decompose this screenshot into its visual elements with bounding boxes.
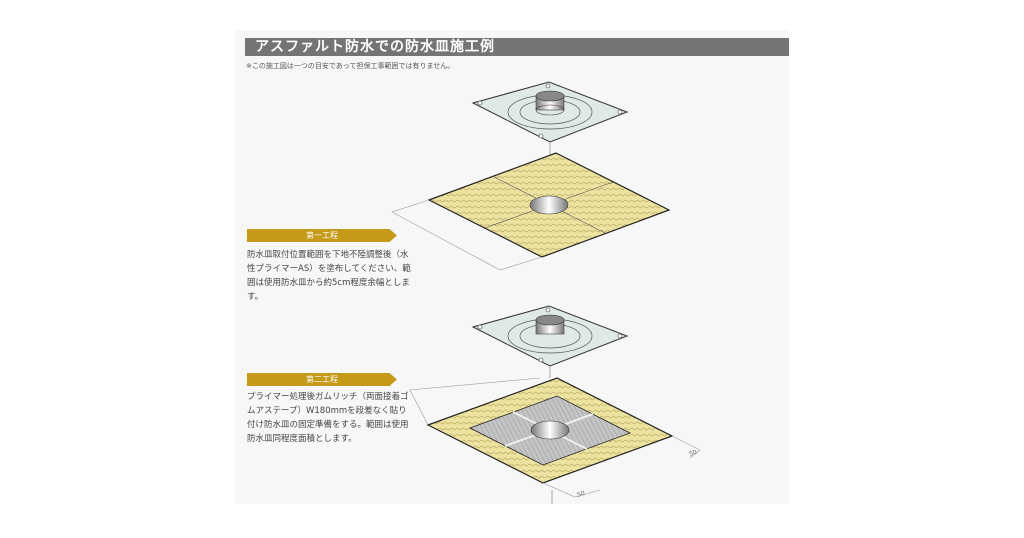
step-1-badge: 第一工程 [247,229,397,242]
drain-plate-bottom [471,305,629,378]
tape-layer: 50 50 [409,377,701,504]
installation-diagram: 50 50 [391,81,701,504]
dimension-label: 50 [688,449,698,458]
page-title: アスファルト防水での防水皿施工例 [245,38,789,56]
drain-plate-top [471,81,629,155]
dimension-label: 50 [576,490,586,499]
step-2-description: プライマー処理後ガムリッチ（両面接着ゴムアステープ）W180mmを段差なく貼り付… [247,392,409,444]
step-1-description: 防水皿取付位置範囲を下地不陸調整後（水性プライマーAS）を塗布してください、範囲… [247,250,411,302]
disclaimer-note: ※この施工図は一つの目安であって担保工事範囲では有りません。 [246,62,455,70]
step-2-badge: 第二工程 [247,373,397,386]
primer-layer [391,152,671,271]
